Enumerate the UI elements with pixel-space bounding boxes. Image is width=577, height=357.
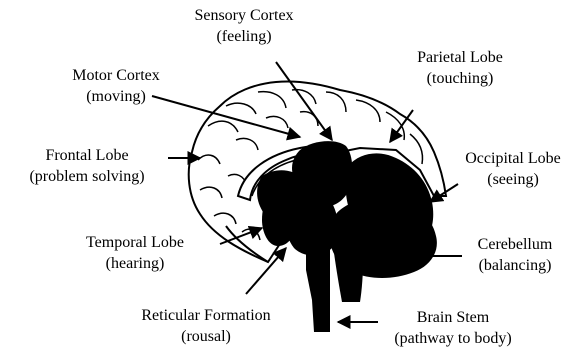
brain-stem-name: Brain Stem	[368, 307, 538, 328]
parietal-lobe-function: (touching)	[395, 68, 525, 89]
cerebellum-name: Cerebellum	[460, 234, 570, 255]
label-reticular-formation: Reticular Formation (rousal)	[106, 305, 306, 347]
motor-cortex-function: (moving)	[52, 86, 180, 107]
temporal-tip	[266, 219, 278, 237]
temporal-lobe-name: Temporal Lobe	[60, 232, 210, 253]
cerebellum-function: (balancing)	[460, 255, 570, 276]
frontal-lobe-function: (problem solving)	[2, 166, 172, 187]
occipital-lobe-name: Occipital Lobe	[448, 148, 577, 169]
parietal-lobe-name: Parietal Lobe	[395, 47, 525, 68]
label-occipital-lobe: Occipital Lobe (seeing)	[448, 148, 577, 190]
reticular-formation-name: Reticular Formation	[106, 305, 306, 326]
label-parietal-lobe: Parietal Lobe (touching)	[395, 47, 525, 89]
label-sensory-cortex: Sensory Cortex (feeling)	[164, 5, 324, 47]
label-motor-cortex: Motor Cortex (moving)	[52, 65, 180, 107]
brain-stem-shape	[306, 240, 330, 332]
sensory-cortex-name: Sensory Cortex	[164, 5, 324, 26]
brain-stem-function: (pathway to body)	[368, 328, 538, 349]
frontal-lobe-name: Frontal Lobe	[2, 145, 172, 166]
occipital-lobe-function: (seeing)	[448, 169, 577, 190]
label-brain-stem: Brain Stem (pathway to body)	[368, 307, 538, 349]
label-frontal-lobe: Frontal Lobe (problem solving)	[2, 145, 172, 187]
label-cerebellum: Cerebellum (balancing)	[460, 234, 570, 276]
sensory-cortex-function: (feeling)	[164, 26, 324, 47]
temporal-lobe-function: (hearing)	[60, 253, 210, 274]
motor-cortex-name: Motor Cortex	[52, 65, 180, 86]
label-temporal-lobe: Temporal Lobe (hearing)	[60, 232, 210, 274]
reticular-formation-function: (rousal)	[106, 326, 306, 347]
